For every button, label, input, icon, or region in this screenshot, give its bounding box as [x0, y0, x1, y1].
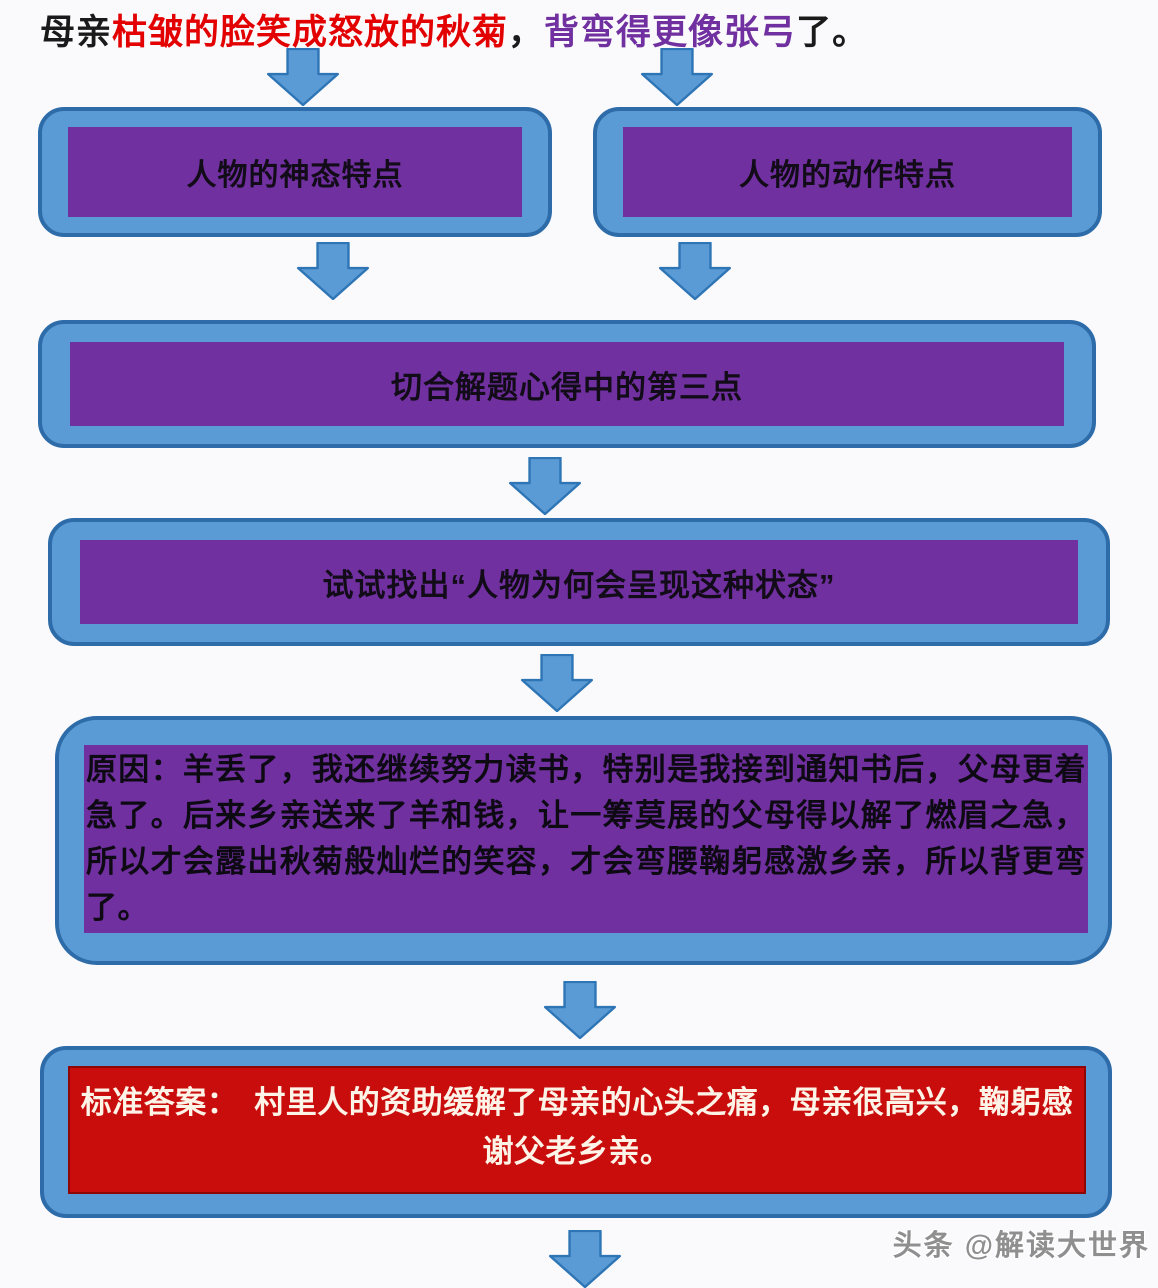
flow-box-expression: 人物的神态特点	[38, 107, 552, 237]
down-arrow-icon	[658, 242, 732, 300]
flow-box-expression-panel: 人物的神态特点	[68, 127, 522, 217]
watermark: 头条 @解读大世界	[892, 1230, 1150, 1262]
title-segment-comma: ，	[508, 13, 545, 52]
title-segment-purple: 背弯得更像张弓	[544, 13, 797, 52]
flow-box-action-label: 人物的动作特点	[739, 159, 956, 192]
flow-box-match-tip-panel: 切合解题心得中的第三点	[70, 342, 1064, 426]
flow-box-match-tip: 切合解题心得中的第三点	[38, 320, 1096, 448]
down-arrow-icon	[520, 654, 594, 712]
down-arrow-icon	[508, 457, 582, 515]
title-segment-end: 了。	[796, 13, 869, 52]
flow-box-match-tip-label: 切合解题心得中的第三点	[391, 369, 743, 405]
down-arrow-icon	[296, 242, 370, 300]
flow-box-find-reason: 试试找出“人物为何会呈现这种状态”	[48, 518, 1110, 646]
down-arrow-icon	[543, 981, 617, 1039]
down-arrow-icon	[266, 48, 340, 106]
flow-box-action-panel: 人物的动作特点	[623, 127, 1072, 217]
reason-text: 原因：羊丢了，我还继续努力读书，特别是我接到通知书后，父母更着急了。后来乡亲送来…	[86, 752, 1086, 925]
sentence-title: 母亲枯皱的脸笑成怒放的秋菊，背弯得更像张弓了。	[40, 4, 868, 55]
answer-red-panel: 标准答案： 村里人的资助缓解了母亲的心头之痛，母亲很高兴，鞠躬感谢父老乡亲。	[68, 1066, 1086, 1194]
title-segment-plain: 母亲	[40, 13, 113, 52]
down-arrow-icon	[548, 1230, 622, 1288]
answer-text: 标准答案： 村里人的资助缓解了母亲的心头之痛，母亲很高兴，鞠躬感谢父老乡亲。	[80, 1085, 1074, 1169]
flow-box-answer: 标准答案： 村里人的资助缓解了母亲的心头之痛，母亲很高兴，鞠躬感谢父老乡亲。	[40, 1046, 1112, 1218]
reason-highlight-panel: 原因：羊丢了，我还继续努力读书，特别是我接到通知书后，父母更着急了。后来乡亲送来…	[84, 745, 1088, 933]
flow-box-action: 人物的动作特点	[593, 107, 1102, 237]
flow-box-reason: 原因：羊丢了，我还继续努力读书，特别是我接到通知书后，父母更着急了。后来乡亲送来…	[55, 716, 1112, 965]
down-arrow-icon	[640, 48, 714, 106]
flow-box-find-reason-label: 试试找出“人物为何会呈现这种状态”	[322, 567, 836, 603]
flow-box-expression-label: 人物的神态特点	[186, 159, 404, 192]
flow-box-find-reason-panel: 试试找出“人物为何会呈现这种状态”	[80, 540, 1078, 624]
title-segment-red: 枯皱的脸笑成怒放的秋菊	[112, 13, 509, 52]
